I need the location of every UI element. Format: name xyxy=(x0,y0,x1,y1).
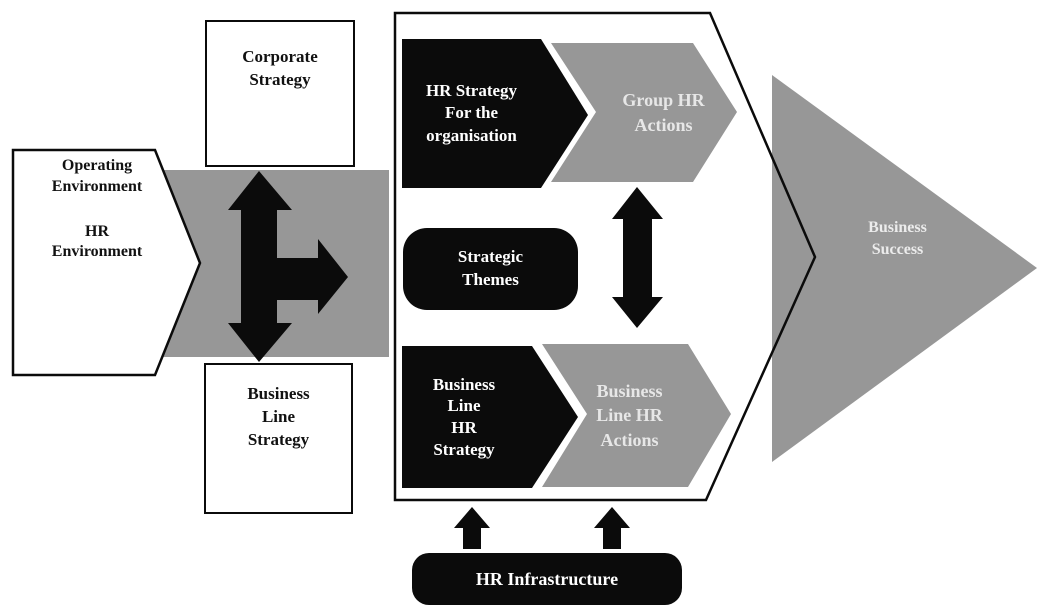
group-hr-actions-line: Actions xyxy=(634,114,693,135)
vertical-double-arrow-icon xyxy=(612,187,663,328)
business-line-hr-strategy-line: Business xyxy=(432,374,496,394)
business-line-hr-actions-line: Actions xyxy=(600,429,659,450)
corporate-strategy-box: Corporate Strategy xyxy=(205,20,355,167)
hr-infrastructure-box: HR Infrastructure xyxy=(412,553,682,605)
hr-environment-line: HR xyxy=(85,222,109,240)
hr-strategy-container-outline xyxy=(393,11,817,502)
group-hr-actions-arrow: Group HR Actions xyxy=(551,43,737,182)
up-arrow-right-icon xyxy=(594,507,630,549)
business-success-line: Business xyxy=(868,218,927,236)
hr-strategy-organisation-line: For the xyxy=(444,103,499,123)
business-success-triangle xyxy=(772,75,1037,462)
business-line-strategy-line: Line xyxy=(261,406,296,426)
business-line-hr-actions-line: Business xyxy=(596,381,663,402)
operating-environment-shape xyxy=(11,148,202,377)
business-line-hr-actions-line: Line HR xyxy=(596,405,663,426)
operating-environment-label: Operating Environment HR Environment xyxy=(26,156,168,366)
corporate-strategy-line: Corporate xyxy=(242,47,318,66)
business-success-label: Business Success xyxy=(790,213,1005,265)
business-line-hr-strategy-line: HR xyxy=(451,418,477,437)
business-line-strategy-box: Business Line Strategy xyxy=(204,363,353,514)
business-line-strategy-line: Business xyxy=(247,384,310,403)
strategic-themes-line: Strategic xyxy=(457,247,524,267)
group-hr-actions-line: Group HR xyxy=(622,90,705,111)
business-line-hr-strategy-line: Line xyxy=(447,396,481,416)
operating-environment-line: Environment xyxy=(51,177,143,195)
hr-strategy-organisation-line: HR Strategy xyxy=(425,80,518,100)
hr-strategy-organisation-line: organisation xyxy=(426,125,517,145)
strategic-themes-line: Themes xyxy=(462,270,519,289)
business-line-hr-strategy-line: Strategy xyxy=(433,439,495,459)
strategic-themes-box: Strategic Themes xyxy=(403,228,578,310)
corporate-strategy-line: Strategy xyxy=(249,69,311,89)
hr-infrastructure-label: HR Infrastructure xyxy=(475,568,619,589)
business-success-line: Success xyxy=(871,241,924,258)
operating-environment-line: Operating xyxy=(61,157,133,174)
hr-environment-line: Environment xyxy=(51,243,143,261)
business-line-strategy-line: Strategy xyxy=(247,429,310,449)
up-arrow-left-icon xyxy=(454,507,490,549)
bidirectional-branch-arrow-icon xyxy=(228,171,348,362)
